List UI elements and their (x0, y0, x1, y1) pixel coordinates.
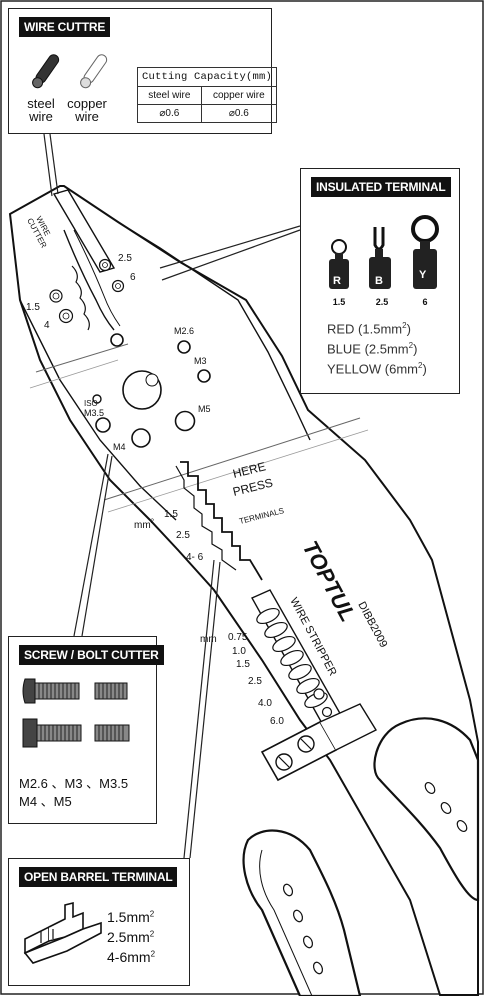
tool-screw-label-4: M5 (198, 404, 211, 414)
tool-press-size-1: 2.5 (176, 530, 190, 541)
open-barrel-title: OPEN BARREL TERMINAL (19, 867, 178, 887)
tool-insulated-size-3: 4 (44, 320, 50, 331)
lock-plate (260, 703, 377, 782)
crimping-tool: WIRE CUTTER 2.5 6 1.5 4 M2.6 M3 ISO M3.5… (8, 185, 480, 996)
open-barrel-terminal-icon (23, 901, 102, 964)
barrel-size-2: 4-6mm2 (107, 949, 156, 965)
barrel-size-0: 1.5mm2 (107, 909, 155, 925)
terminal-letter-r: R (333, 275, 341, 287)
tool-screw-label-3: M3.5 (84, 408, 104, 418)
capacity-val-steel: ⌀0.6 (137, 104, 202, 123)
color-yellow-line: YELLOW (6mm2) (327, 361, 427, 377)
capacity-header: Cutting Capacity(mm) (136, 67, 278, 87)
strip-size-0: 0.75 (228, 632, 248, 643)
cutting-capacity-table: Cutting Capacity(mm) steel wire copper w… (136, 67, 278, 123)
insulated-terminal-callout: INSULATED TERMINAL R B Y 1.5 2.5 6 RED (… (300, 168, 460, 394)
strip-size-5: 6.0 (270, 716, 284, 727)
tool-press-unit: mm2 (134, 519, 155, 531)
insulated-terminal-title: INSULATED TERMINAL (311, 177, 451, 197)
color-red-line: RED (1.5mm2) (327, 321, 411, 337)
capacity-col-copper: copper wire (200, 86, 278, 105)
tool-screw-label-5: M4 (113, 442, 126, 452)
tool-screw-label-2: ISO (84, 399, 98, 408)
insulated-terminals-icon (329, 215, 439, 289)
stripper-unit: mm (200, 634, 217, 645)
open-barrel-callout: OPEN BARREL TERMINAL 1.5mm2 2.5mm2 4-6mm… (8, 858, 190, 986)
left-handle-grip (242, 829, 362, 996)
tool-insulated-size-2: 1.5 (26, 302, 40, 313)
right-handle-grip (373, 717, 480, 902)
terminal-letter-b: B (375, 275, 383, 287)
strip-size-2: 1.5 (236, 659, 250, 670)
wire-stripper (251, 589, 347, 735)
tool-screw-label-1: M3 (194, 356, 207, 366)
tool-screw-label-0: M2.6 (174, 326, 194, 336)
screw-sizes-line-2: M4 、M5 (19, 794, 72, 809)
leader-lines (43, 133, 301, 859)
capacity-val-copper: ⌀0.6 (200, 104, 278, 123)
terminal-size-y: 6 (422, 297, 428, 307)
terminal-size-b: 2.5 (375, 297, 389, 307)
tool-press-size-0: 1.5 (164, 509, 178, 520)
terminal-size-r: 1.5 (332, 297, 346, 307)
strip-size-3: 2.5 (248, 676, 262, 687)
wire-cutter-title: WIRE CUTTRE (19, 17, 111, 37)
tool-insulated-size-1: 6 (130, 272, 136, 283)
wire-samples-icon (32, 54, 108, 89)
strip-size-1: 1.0 (232, 646, 246, 657)
barrel-size-1: 2.5mm2 (107, 929, 155, 945)
capacity-col-steel: steel wire (137, 86, 202, 105)
tool-press-size-2: 4- 6 (186, 552, 204, 563)
tool-insulated-size-0: 2.5 (118, 253, 132, 264)
terminal-letter-y: Y (419, 269, 427, 281)
screw-cutter-callout: SCREW / BOLT CUTTER M2.6 、M3 、M3.5 M4 、M… (8, 636, 164, 824)
strip-size-4: 4.0 (258, 698, 272, 709)
screw-sizes-line-1: M2.6 、M3 、M3.5 (19, 776, 129, 791)
color-blue-line: BLUE (2.5mm2) (327, 341, 418, 357)
screw-cutter-title: SCREW / BOLT CUTTER (19, 645, 164, 665)
screws-icon (22, 678, 130, 748)
